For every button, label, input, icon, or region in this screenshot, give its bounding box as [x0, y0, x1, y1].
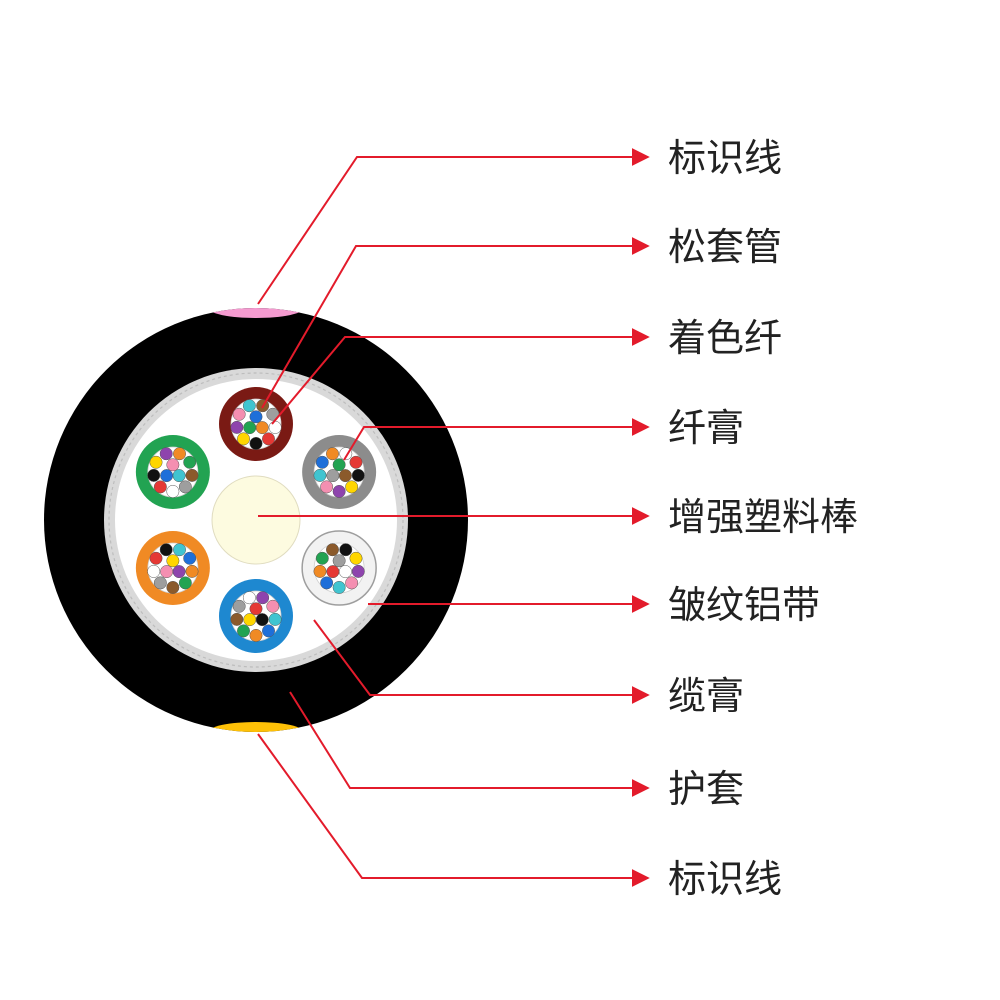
tube-gray [302, 435, 377, 509]
colored-fiber [249, 436, 263, 450]
colored-fiber [345, 576, 359, 590]
colored-fiber [332, 554, 346, 568]
colored-fiber [332, 458, 346, 472]
colored-fiber [178, 480, 192, 494]
colored-fiber [243, 613, 257, 627]
colored-fiber [268, 420, 282, 434]
tube-white [301, 530, 377, 606]
colored-fiber [147, 468, 161, 482]
colored-fiber [243, 421, 257, 435]
colored-fiber [315, 551, 329, 565]
colored-fiber [351, 468, 365, 482]
colored-fiber [326, 469, 340, 483]
colored-fiber [326, 447, 339, 461]
label-marker-line-bottom: 标识线 [668, 857, 783, 901]
colored-fiber [178, 576, 192, 590]
colored-fiber [262, 624, 275, 638]
colored-fiber [172, 469, 186, 483]
colored-fiber [159, 543, 173, 557]
tube-green [135, 435, 210, 509]
colored-fiber [256, 591, 270, 605]
colored-fiber [349, 455, 363, 469]
colored-fiber [262, 432, 275, 446]
colored-fiber [249, 410, 263, 424]
label-strength-rod: 增强塑料棒 [668, 495, 859, 539]
tube-blue [219, 579, 293, 653]
label-corrugated-aluminum-tape: 皱纹铝带 [668, 583, 821, 627]
colored-fiber [242, 591, 256, 605]
colored-fiber [160, 565, 174, 579]
colored-fiber [339, 543, 353, 557]
colored-fiber [147, 564, 161, 578]
colored-fiber [149, 551, 163, 565]
colored-fiber [315, 455, 329, 469]
label-marker-line-top: 标识线 [668, 136, 783, 180]
colored-fiber [351, 564, 365, 578]
tube-red [219, 387, 293, 461]
colored-fiber [237, 624, 250, 638]
leader-colored-fiber [271, 328, 650, 425]
leader-marker-top [257, 148, 650, 305]
colored-fiber [255, 613, 269, 627]
colored-fiber [166, 580, 180, 594]
colored-fiber [160, 469, 174, 483]
colored-fiber [326, 543, 339, 557]
colored-fiber [232, 407, 246, 421]
colored-fiber [185, 468, 199, 482]
leader-fiber-gel [343, 418, 650, 461]
colored-fiber [159, 447, 173, 461]
colored-fiber [338, 565, 352, 579]
colored-fiber [166, 484, 180, 498]
strength-rod [211, 475, 301, 565]
loose-tubes [135, 387, 377, 653]
colored-fiber [249, 602, 263, 616]
marker-line-top [208, 308, 304, 318]
colored-fiber [183, 551, 197, 565]
colored-fiber [242, 399, 256, 413]
colored-fiber [153, 480, 167, 494]
label-sheath: 护套 [668, 767, 745, 811]
tube-orange [135, 531, 210, 605]
colored-fiber [320, 576, 334, 590]
label-fiber-gel: 纤膏 [668, 406, 745, 450]
colored-fiber [266, 599, 280, 613]
colored-fiber [345, 480, 359, 494]
label-cable-gel: 缆膏 [668, 674, 745, 718]
colored-fiber [255, 421, 269, 435]
label-loose-tube: 松套管 [668, 225, 783, 269]
leader-cable-gel [313, 619, 650, 704]
colored-fiber [249, 628, 263, 642]
colored-fiber [338, 469, 352, 483]
colored-fiber [313, 468, 327, 482]
colored-fiber [166, 554, 180, 568]
colored-fiber [232, 599, 246, 613]
label-colored-fiber: 着色纤 [668, 316, 783, 360]
leader-sheath [289, 691, 650, 797]
colored-fiber [230, 612, 244, 626]
colored-fiber [153, 576, 167, 590]
colored-fiber [332, 484, 346, 498]
colored-fiber [149, 455, 163, 469]
colored-fiber [185, 564, 199, 578]
leader-loose-tube [261, 237, 650, 409]
colored-fiber [173, 447, 186, 461]
leader-lines [257, 148, 650, 887]
colored-fiber [230, 420, 244, 434]
colored-fiber [313, 564, 327, 578]
colored-fiber [320, 480, 334, 494]
colored-fiber [349, 551, 363, 565]
colored-fiber [173, 543, 186, 557]
colored-fiber [326, 565, 340, 579]
colored-fiber [166, 458, 180, 472]
colored-fiber [268, 612, 282, 626]
colored-fiber [172, 565, 186, 579]
colored-fiber [183, 455, 197, 469]
colored-fiber [237, 432, 250, 446]
marker-line-bottom [208, 722, 304, 732]
colored-fiber [332, 580, 346, 594]
leader-marker-bottom [257, 733, 650, 887]
